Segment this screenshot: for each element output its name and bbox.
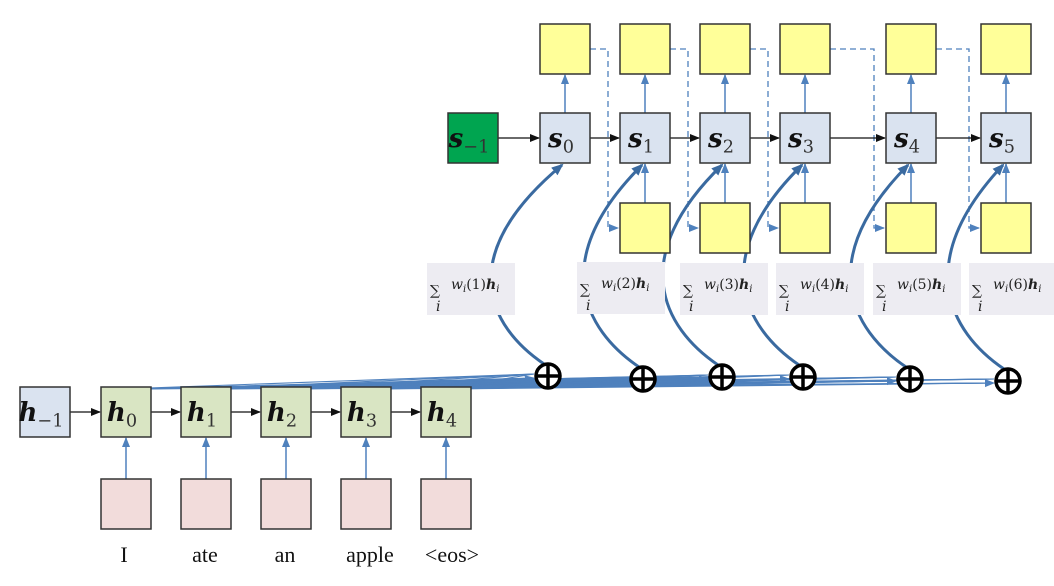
encoder-state-label: h4 [427, 398, 457, 431]
sum-index: i [785, 299, 789, 315]
encoder-state-box [180, 386, 232, 438]
decoder-state-box [619, 112, 671, 164]
decoder-state-box [779, 112, 831, 164]
sum-node [994, 367, 1022, 395]
sum-node [629, 365, 657, 393]
sum-symbol: ∑ [779, 283, 789, 299]
context-label-bg [776, 263, 864, 315]
decoder-input-box [699, 202, 751, 254]
encoder-state-box [340, 386, 392, 438]
dashed-feedback-line [750, 48, 779, 232]
dashed-feedback-line [670, 48, 699, 232]
decoder-init-box [447, 112, 499, 164]
decoder-input-box [980, 202, 1032, 254]
decoder-state-box [885, 112, 937, 164]
output-box [539, 23, 591, 75]
sum-index: i [586, 298, 590, 314]
decoder-state-box [539, 112, 591, 164]
sum-symbol: ∑ [430, 283, 440, 299]
chain-arrows [70, 74, 1010, 479]
input-word: ate [192, 542, 218, 567]
input-word: apple [346, 542, 394, 567]
input-word: <eos> [425, 542, 479, 567]
encoder-state-label: h2 [267, 398, 297, 431]
sum-symbol: ∑ [683, 283, 693, 299]
decoder-input-box [619, 202, 671, 254]
encoder-init-label: h−1 [19, 398, 64, 431]
context-label-bg [427, 263, 515, 315]
sum-node [789, 363, 817, 391]
context-label-bg [969, 263, 1054, 315]
encoder-state-box [100, 386, 152, 438]
context-label-text: wi(2)hi [601, 276, 649, 294]
encoder-state-label: h3 [347, 398, 377, 431]
encoder-state-box [420, 386, 472, 438]
decoder-input-box [779, 202, 831, 254]
context-label-text: wi(6)hi [993, 277, 1041, 295]
input-embedding-box [420, 478, 472, 530]
output-box [885, 23, 937, 75]
context-label-bg [873, 263, 961, 315]
output-box [779, 23, 831, 75]
input-embedding-box [100, 478, 152, 530]
decoder-state-label: s5 [988, 124, 1015, 157]
decoder-state-box [699, 112, 751, 164]
decoder-state-label: s1 [627, 124, 654, 157]
sum-index: i [436, 299, 440, 315]
context-label-text: wi(5)hi [897, 277, 945, 295]
output-box [980, 23, 1032, 75]
context-label-bg [577, 262, 665, 314]
decoder-input-box [885, 202, 937, 254]
state-boxes: s−1 s0 s1 s2 s3 s4 s5 h−1 h0 h1 h2 h3 h4 [19, 23, 1032, 530]
sum-node [534, 362, 562, 390]
input-word: I [120, 542, 127, 567]
encoder-state-box [260, 386, 312, 438]
context-labels: ∑iwi(1)hi∑iwi(2)hi∑iwi(3)hi∑iwi(4)hi∑iwi… [427, 262, 1054, 315]
sum-node [896, 365, 924, 393]
decoder-state-label: s0 [547, 124, 574, 157]
input-embedding-box [260, 478, 312, 530]
decoder-state-label: s4 [893, 124, 920, 157]
decoder-init-label: s−1 [448, 124, 490, 157]
decoder-state-box [980, 112, 1032, 164]
encoder-init-box [19, 386, 71, 438]
decoder-state-label: s3 [787, 124, 814, 157]
context-label-bg [680, 263, 768, 315]
context-label-text: wi(1)hi [451, 277, 499, 295]
input-word: an [275, 542, 296, 567]
sum-nodes [534, 362, 1022, 395]
sum-node [708, 363, 736, 391]
input-embedding-box [340, 478, 392, 530]
sum-index: i [689, 299, 693, 315]
sum-symbol: ∑ [876, 283, 886, 299]
context-label-text: wi(4)hi [800, 277, 848, 295]
output-box [619, 23, 671, 75]
decoder-state-label: s2 [707, 124, 734, 157]
sum-index: i [978, 299, 982, 315]
sum-index: i [882, 299, 886, 315]
sum-symbol: ∑ [580, 282, 590, 298]
dashed-feedback-line [590, 48, 619, 232]
sum-symbol: ∑ [972, 283, 982, 299]
context-label-text: wi(3)hi [704, 277, 752, 295]
encoder-state-label: h1 [187, 398, 217, 431]
input-embedding-box [180, 478, 232, 530]
encoder-state-label: h0 [107, 398, 137, 431]
output-box [699, 23, 751, 75]
